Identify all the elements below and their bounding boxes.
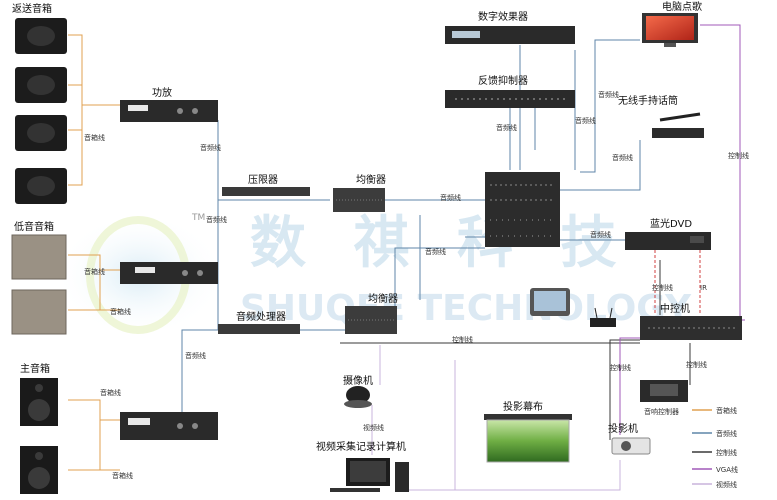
svg-text:控制线: 控制线: [610, 363, 631, 372]
svg-text:均衡器: 均衡器: [368, 293, 398, 305]
svg-text:音频线: 音频线: [575, 116, 596, 125]
wire-labels: 音箱线 音箱线 音箱线 音箱线 音箱线 音频线 音频线 音频线 音频线 音频线 …: [84, 90, 749, 480]
legend-label-control: 控制线: [716, 448, 737, 457]
svg-text:投影幕布: 投影幕布: [503, 400, 543, 413]
equalizer-top: 均衡器: [333, 174, 386, 212]
svg-text:中控机: 中控机: [660, 302, 690, 315]
svg-text:视频采集记录计算机: 视频采集记录计算机: [316, 440, 406, 453]
screen-controller: 音响控制器: [640, 380, 688, 416]
svg-text:控制线: 控制线: [652, 283, 673, 292]
power-amp-mid: [120, 262, 218, 284]
bluray-dvd: 蓝光DVD: [625, 217, 711, 250]
camera: 摄像机: [343, 374, 373, 408]
touch-panel: [530, 288, 570, 316]
equalizer-bottom: 均衡器: [345, 293, 398, 334]
svg-text:均衡器: 均衡器: [356, 174, 386, 186]
vga-wires: [619, 24, 745, 435]
pc-karaoke: 电脑点歌: [642, 0, 702, 47]
sub-speaker-1: [11, 234, 67, 280]
wifi-router: [590, 307, 616, 327]
svg-text:控制线: 控制线: [452, 335, 473, 344]
mixer: [485, 172, 560, 247]
legend-label-speaker: 音箱线: [716, 406, 737, 415]
return-speaker-2: [15, 67, 67, 103]
main-speaker-2: [20, 446, 58, 494]
svg-text:音频线: 音频线: [425, 247, 446, 256]
svg-text:音箱线: 音箱线: [100, 388, 121, 397]
svg-text:控制线: 控制线: [728, 151, 749, 160]
svg-text:音频线: 音频线: [200, 143, 221, 152]
return-speaker-1: [15, 18, 67, 54]
svg-text:投影机: 投影机: [608, 422, 638, 435]
svg-text:音频线: 音频线: [206, 215, 227, 224]
return-speaker-group: 返送音箱: [12, 2, 67, 204]
feedback-suppressor: 反馈抑制器: [445, 74, 575, 108]
digital-effects-unit: 数字效果器: [445, 10, 575, 44]
capture-pc: 视频采集记录计算机: [316, 440, 409, 492]
svg-text:音频线: 音频线: [598, 90, 619, 99]
power-amp-bottom: [120, 412, 218, 440]
limiter: 压限器: [222, 174, 310, 196]
return-speakers-label: 返送音箱: [12, 2, 52, 15]
speaker-wires: [68, 34, 120, 471]
projector: 投影机: [608, 422, 651, 455]
power-amp-top: 功放: [120, 86, 218, 122]
svg-text:音频线: 音频线: [440, 193, 461, 202]
watermark-cn: 数 祺 科 技: [250, 211, 631, 276]
svg-text:压限器: 压限器: [248, 174, 278, 186]
central-controller: 中控机: [640, 302, 742, 340]
svg-text:音箱线: 音箱线: [112, 471, 133, 480]
legend: 音箱线 音频线 控制线 VGA线 视频线: [688, 398, 772, 494]
projection-screen: 投影幕布: [484, 400, 572, 463]
tm-mark: TM: [191, 213, 205, 223]
svg-text:反馈抑制器: 反馈抑制器: [478, 74, 528, 87]
return-speaker-3: [15, 115, 67, 151]
svg-text:IR: IR: [700, 284, 707, 292]
svg-text:视频线: 视频线: [363, 423, 384, 432]
svg-text:音频线: 音频线: [185, 351, 206, 360]
wireless-mic: 无线手持话筒: [618, 94, 704, 138]
sub-speakers-label: 低音音箱: [14, 220, 54, 233]
svg-text:功放: 功放: [152, 86, 172, 99]
video-wires: [371, 345, 621, 491]
svg-text:音箱线: 音箱线: [84, 267, 105, 276]
svg-text:音频线: 音频线: [590, 230, 611, 239]
svg-text:音响控制器: 音响控制器: [644, 407, 679, 416]
main-speakers-label: 主音箱: [20, 362, 50, 375]
svg-text:音频线: 音频线: [496, 123, 517, 132]
svg-text:控制线: 控制线: [686, 360, 707, 369]
audio-processor: 音频处理器: [218, 310, 300, 334]
svg-text:无线手持话筒: 无线手持话筒: [618, 94, 678, 107]
svg-text:蓝光DVD: 蓝光DVD: [650, 217, 692, 230]
svg-text:音频线: 音频线: [612, 153, 633, 162]
sub-speaker-group: 低音音箱: [11, 220, 67, 335]
svg-text:电脑点歌: 电脑点歌: [662, 0, 702, 13]
svg-text:音箱线: 音箱线: [84, 133, 105, 142]
watermark-en: SHUQEE TECHNOLOGY: [240, 288, 692, 329]
legend-label-audio: 音频线: [716, 429, 737, 438]
svg-text:音频处理器: 音频处理器: [236, 310, 286, 323]
svg-text:数字效果器: 数字效果器: [478, 10, 528, 23]
ir-wires: [654, 250, 701, 315]
sub-speaker-2: [11, 289, 67, 335]
main-speaker-1: [20, 378, 58, 426]
svg-text:音箱线: 音箱线: [110, 307, 131, 316]
svg-text:摄像机: 摄像机: [343, 374, 373, 387]
main-speaker-group: 主音箱: [20, 362, 58, 494]
legend-label-video: 视频线: [716, 480, 737, 489]
return-speaker-4: [15, 168, 67, 204]
control-wires: [340, 260, 691, 440]
legend-label-vga: VGA线: [716, 465, 738, 474]
